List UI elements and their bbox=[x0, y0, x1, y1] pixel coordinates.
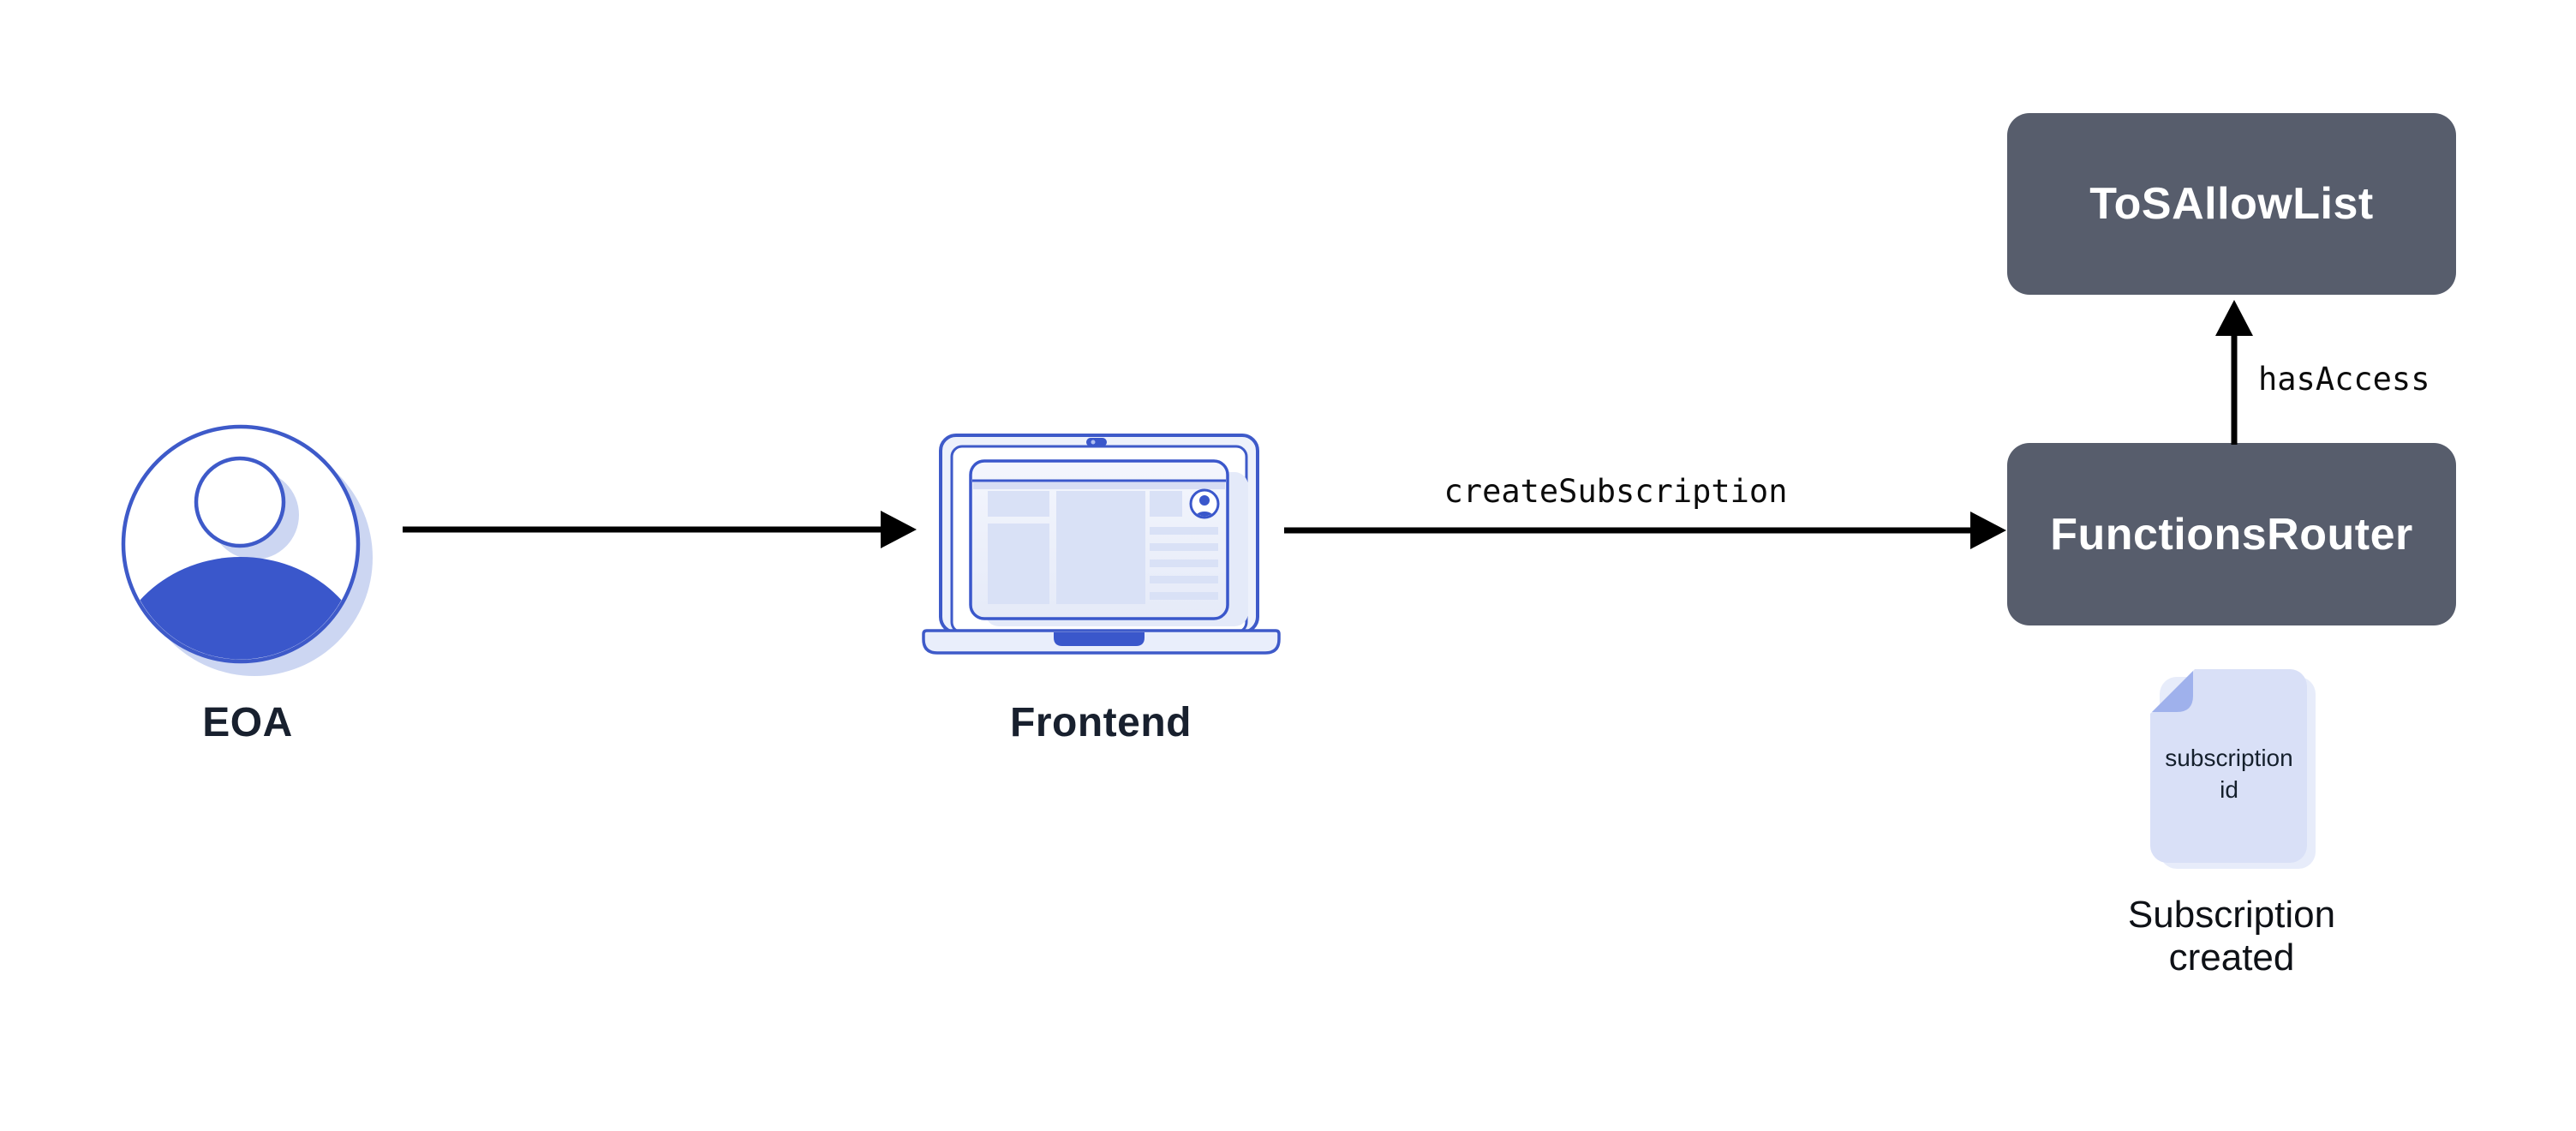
subscription-created-caption-line2: created bbox=[2168, 937, 2295, 978]
browser-user-icon bbox=[1189, 488, 1220, 519]
subscription-created-caption-line1: Subscription bbox=[2127, 894, 2336, 936]
arrow-frontend-to-router bbox=[1284, 512, 2006, 549]
node-functions-router: FunctionsRouter bbox=[2007, 443, 2456, 625]
node-tos-allow-list: ToSAllowList bbox=[2007, 113, 2456, 295]
tos-allow-list-label: ToSAllowList bbox=[2089, 179, 2374, 229]
edge-label-has-access: hasAccess bbox=[2258, 361, 2430, 398]
subscription-created-caption: Subscription created bbox=[2095, 894, 2369, 979]
subscription-doc-text-line2: id bbox=[2220, 776, 2238, 803]
functions-router-label: FunctionsRouter bbox=[2050, 509, 2413, 560]
subscription-doc-text: subscription id bbox=[2150, 742, 2308, 805]
eoa-label: EOA bbox=[202, 700, 293, 745]
arrow-eoa-to-frontend bbox=[403, 511, 917, 548]
laptop-icon bbox=[922, 434, 1281, 655]
edge-label-create-subscription: createSubscription bbox=[1443, 473, 1788, 510]
subscription-doc-text-line1: subscription bbox=[2165, 745, 2293, 771]
frontend-label: Frontend bbox=[1010, 700, 1192, 745]
arrow-router-to-allowlist bbox=[2215, 300, 2253, 445]
